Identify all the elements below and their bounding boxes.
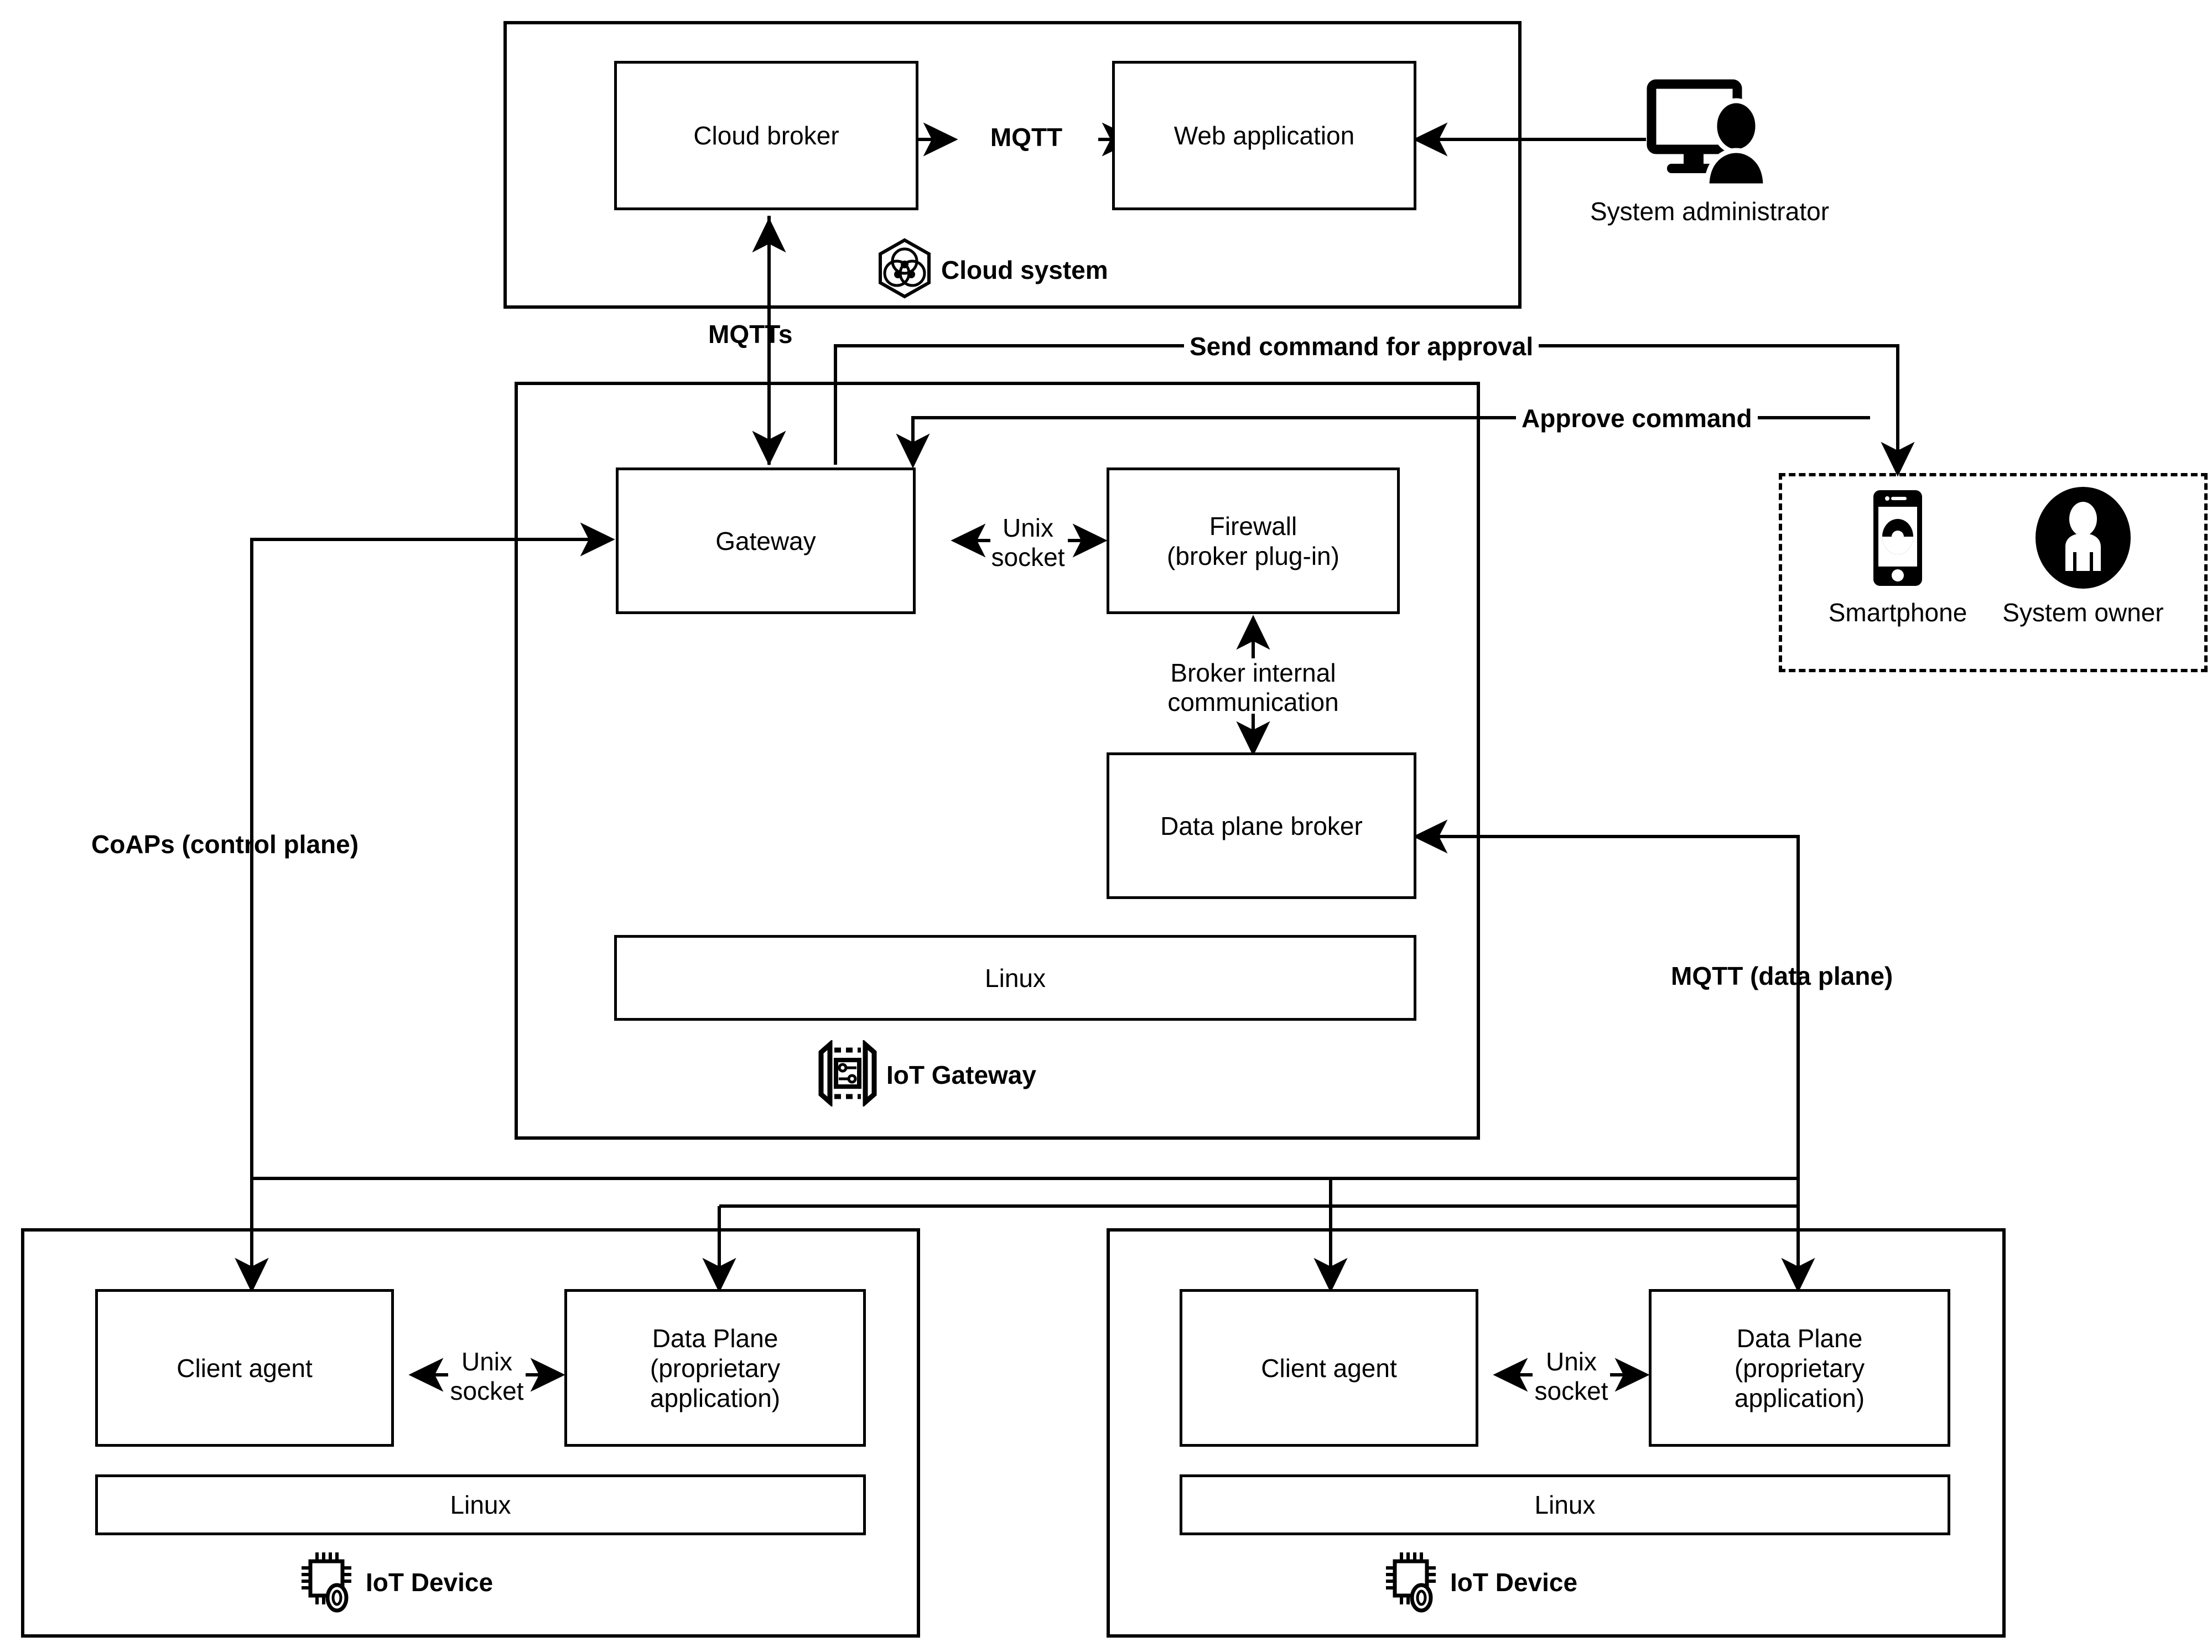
coaps-flow-label: CoAPs (control plane) xyxy=(91,830,359,859)
send-command-flow-label: Send command for approval xyxy=(1184,332,1539,362)
client-agent-label: Client agent xyxy=(176,1353,313,1383)
broker-internal-communication-label: Broker internal communication xyxy=(1167,658,1339,717)
iot-device-right-unix-socket-label: Unix socket xyxy=(1534,1347,1608,1406)
firewall-label: Firewall (broker plug-in) xyxy=(1167,511,1339,570)
system-administrator-label: System administrator xyxy=(1590,197,1830,226)
approve-command-flow-label: Approve command xyxy=(1516,404,1758,434)
gateway-label: Gateway xyxy=(715,526,816,555)
cloud-system-label: Cloud system xyxy=(941,255,1108,284)
data-plane-label: Data Plane (proprietary application) xyxy=(650,1323,781,1412)
iot-device-left-data-plane-box[interactable]: Data Plane (proprietary application) xyxy=(564,1289,866,1447)
smartphone-icon xyxy=(1865,487,1931,592)
gateway-linux-label: Linux xyxy=(985,963,1046,993)
cloud-broker-box[interactable]: Cloud broker xyxy=(614,61,918,210)
iot-gateway-container xyxy=(515,382,1480,1140)
cloud-system-hexagon-icon xyxy=(877,238,932,302)
owner-group-container xyxy=(1779,473,2208,672)
data-plane-label: Data Plane (proprietary application) xyxy=(1734,1323,1865,1412)
iot-device-chip-icon xyxy=(296,1549,357,1615)
unix-socket-gateway-label: Unix socket xyxy=(991,513,1065,572)
iot-gateway-label: IoT Gateway xyxy=(886,1060,1036,1089)
mqtts-flow-label: MQTTs xyxy=(708,320,793,349)
iot-device-left-label: IoT Device xyxy=(366,1568,494,1597)
iot-device-left-unix-socket-label: Unix socket xyxy=(450,1347,524,1406)
iot-device-right-data-plane-box[interactable]: Data Plane (proprietary application) xyxy=(1649,1289,1950,1447)
web-application-label: Web application xyxy=(1173,121,1355,150)
system-owner-label: System owner xyxy=(2002,598,2164,627)
mqtt-data-plane-flow-label: MQTT (data plane) xyxy=(1671,962,1893,990)
person-circle-icon xyxy=(2032,487,2135,592)
iot-device-chip-icon xyxy=(1380,1549,1441,1615)
iot-device-left-container xyxy=(21,1228,920,1638)
smartphone-label: Smartphone xyxy=(1828,598,1967,627)
data-plane-broker-label: Data plane broker xyxy=(1160,811,1363,840)
client-agent-label: Client agent xyxy=(1261,1353,1397,1383)
iot-device-left-badge: IoT Device xyxy=(296,1549,493,1615)
iot-device-right-label: IoT Device xyxy=(1450,1568,1578,1597)
iot-device-left-linux-box[interactable]: Linux xyxy=(95,1474,866,1535)
iot-device-left-client-agent-box[interactable]: Client agent xyxy=(95,1289,394,1447)
cloud-broker-label: Cloud broker xyxy=(693,121,839,150)
cloud-system-badge: Cloud system xyxy=(877,238,1108,302)
iot-device-right-container xyxy=(1107,1228,2006,1638)
system-owner-actor: System owner xyxy=(1992,487,2174,627)
firewall-box[interactable]: Firewall (broker plug-in) xyxy=(1107,467,1400,614)
gateway-linux-box[interactable]: Linux xyxy=(614,935,1416,1021)
web-application-box[interactable]: Web application xyxy=(1112,61,1416,210)
iot-device-right-badge: IoT Device xyxy=(1380,1549,1577,1615)
cloud-system-container xyxy=(503,21,1522,309)
iot-device-right-linux-box[interactable]: Linux xyxy=(1180,1474,1950,1535)
linux-label: Linux xyxy=(450,1490,511,1519)
smartphone-actor: Smartphone xyxy=(1820,487,1975,627)
gateway-box[interactable]: Gateway xyxy=(616,467,916,614)
data-plane-broker-box[interactable]: Data plane broker xyxy=(1107,752,1416,899)
monitor-user-icon xyxy=(1646,77,1773,191)
iot-device-right-client-agent-box[interactable]: Client agent xyxy=(1180,1289,1478,1447)
linux-label: Linux xyxy=(1534,1490,1596,1519)
mqtt-link-label: MQTT xyxy=(990,123,1063,152)
iot-gateway-badge: IoT Gateway xyxy=(818,1039,1036,1109)
system-administrator-actor: System administrator xyxy=(1590,77,1830,226)
iot-gateway-icon xyxy=(818,1039,877,1109)
